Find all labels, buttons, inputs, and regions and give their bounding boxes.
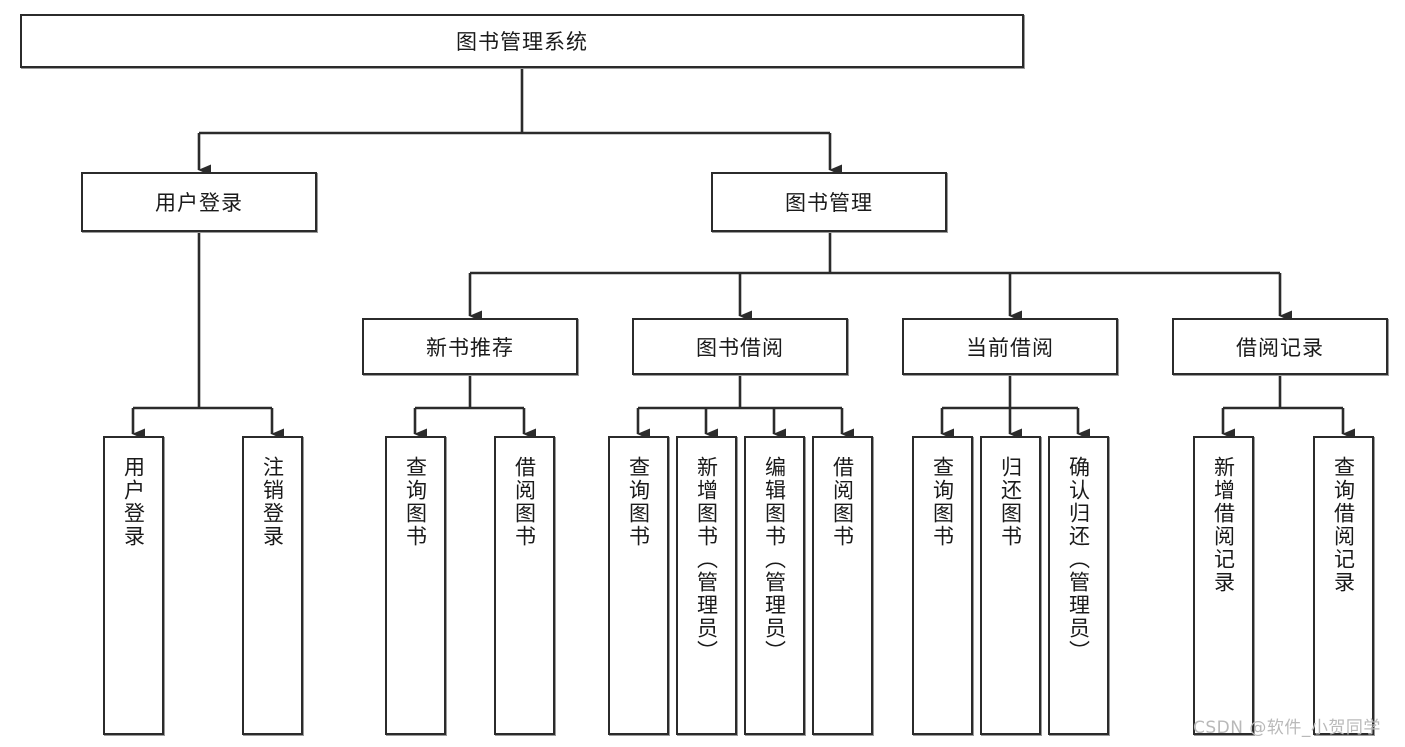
node-new-book-recommend-label: 新书推荐	[426, 335, 514, 360]
node-root-label: 图书管理系统	[456, 30, 588, 54]
leaf-user-login-login[interactable]: 用户登录	[103, 436, 164, 735]
leaf-label: 借阅图书	[512, 456, 537, 548]
node-book-borrow-label: 图书借阅	[696, 335, 784, 360]
node-new-book-recommend[interactable]: 新书推荐	[362, 318, 578, 375]
node-current-borrow-label: 当前借阅	[966, 335, 1054, 360]
leaf-label: 用户登录	[121, 456, 146, 548]
node-user-login-label: 用户登录	[155, 191, 243, 215]
leaf-label: 借阅图书	[830, 456, 855, 548]
node-current-borrow[interactable]: 当前借阅	[902, 318, 1118, 375]
leaf-label: 编辑图书（管理员）	[762, 456, 787, 663]
node-borrow-record-label: 借阅记录	[1236, 335, 1324, 360]
node-book-management[interactable]: 图书管理	[711, 172, 947, 232]
leaf-label: 新增图书（管理员）	[694, 456, 719, 663]
leaf-label: 归还图书	[998, 456, 1023, 548]
leaf-label: 注销登录	[260, 456, 285, 548]
leaf-book-borrow-borrow[interactable]: 借阅图书	[812, 436, 873, 735]
leaf-current-borrow-confirm-return[interactable]: 确认归还（管理员）	[1048, 436, 1109, 735]
leaf-label: 查询图书	[626, 456, 651, 548]
node-user-login[interactable]: 用户登录	[81, 172, 317, 232]
leaf-borrow-record-query[interactable]: 查询借阅记录	[1313, 436, 1374, 735]
leaf-current-borrow-return[interactable]: 归还图书	[980, 436, 1041, 735]
leaf-borrow-record-add[interactable]: 新增借阅记录	[1193, 436, 1254, 735]
node-root[interactable]: 图书管理系统	[20, 14, 1024, 68]
leaf-book-borrow-add[interactable]: 新增图书（管理员）	[676, 436, 737, 735]
node-book-borrow[interactable]: 图书借阅	[632, 318, 848, 375]
leaf-label: 查询图书	[403, 456, 428, 548]
leaf-user-login-logout[interactable]: 注销登录	[242, 436, 303, 735]
leaf-new-book-borrow[interactable]: 借阅图书	[494, 436, 555, 735]
leaf-new-book-query[interactable]: 查询图书	[385, 436, 446, 735]
leaf-label: 新增借阅记录	[1211, 456, 1236, 594]
leaf-book-borrow-query[interactable]: 查询图书	[608, 436, 669, 735]
leaf-label: 确认归还（管理员）	[1066, 456, 1091, 663]
leaf-label: 查询图书	[930, 456, 955, 548]
leaf-book-borrow-edit[interactable]: 编辑图书（管理员）	[744, 436, 805, 735]
node-book-management-label: 图书管理	[785, 191, 873, 215]
node-borrow-record[interactable]: 借阅记录	[1172, 318, 1388, 375]
leaf-label: 查询借阅记录	[1331, 456, 1356, 594]
leaf-current-borrow-query[interactable]: 查询图书	[912, 436, 973, 735]
watermark: CSDN @软件_小贺同学	[1193, 718, 1381, 738]
